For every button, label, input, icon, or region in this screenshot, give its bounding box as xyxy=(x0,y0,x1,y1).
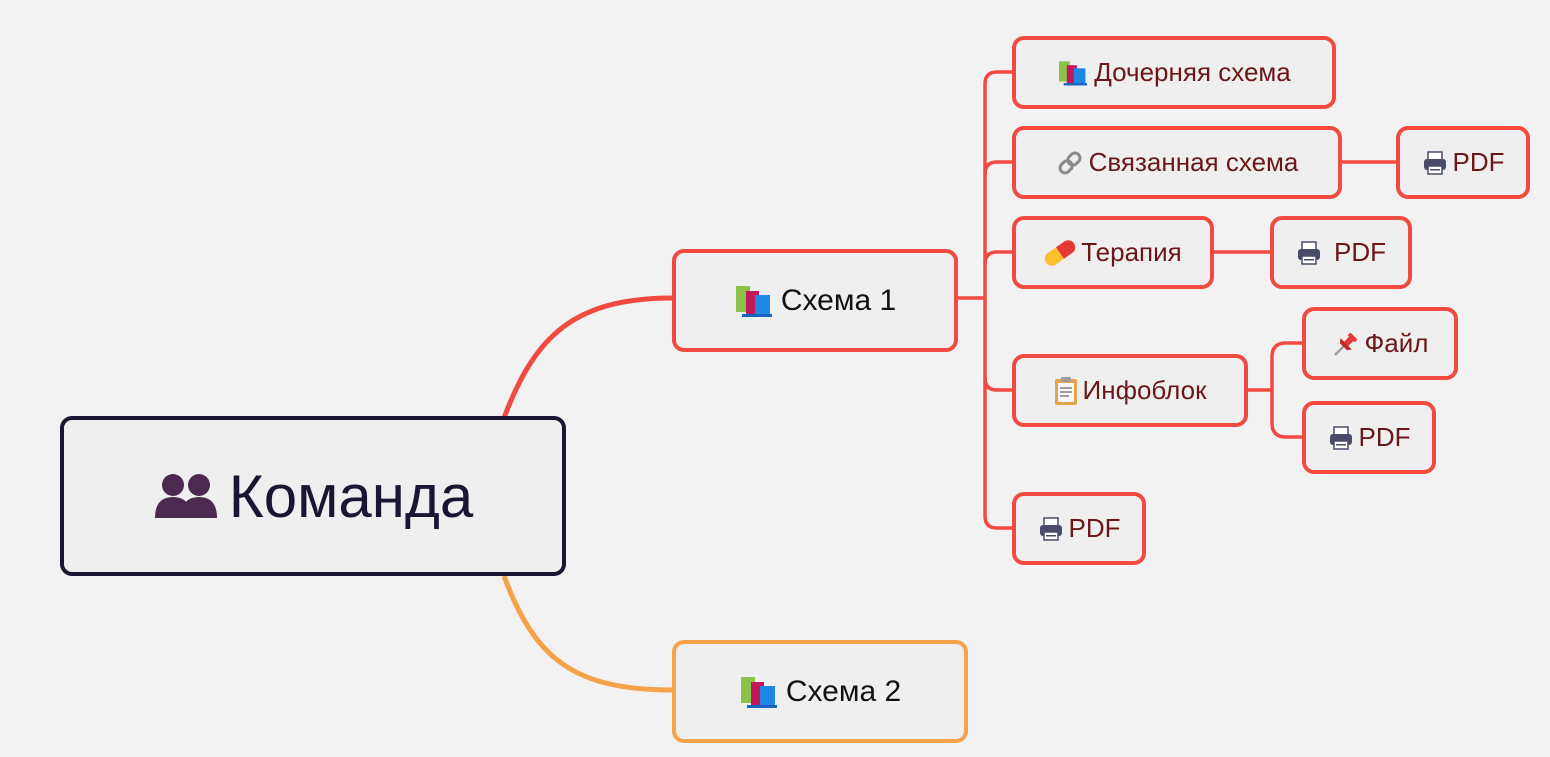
grandchild-pdf-infoblock[interactable]: PDF xyxy=(1302,401,1436,474)
printer-icon xyxy=(1296,240,1322,266)
connector-infoblock-children xyxy=(1270,341,1304,439)
grandchild-label: PDF xyxy=(1334,237,1386,267)
pill-icon xyxy=(1044,238,1076,268)
grandchild-label: PDF xyxy=(1452,147,1505,177)
child-label: Дочерняя схема xyxy=(1094,57,1291,87)
schema-2-node[interactable]: Схема 2 xyxy=(672,640,968,743)
child-label: Терапия xyxy=(1081,237,1182,267)
child-therapy[interactable]: Терапия xyxy=(1012,216,1214,289)
schema-1-label: Схема 1 xyxy=(780,283,897,317)
child-infoblock[interactable]: Инфоблок xyxy=(1012,354,1248,427)
grandchild-pdf-therapy[interactable]: PDF xyxy=(1270,216,1412,289)
root-node[interactable]: Команда xyxy=(60,416,566,576)
people-icon xyxy=(153,472,219,520)
child-label: Инфоблок xyxy=(1082,375,1207,405)
child-linked-schema[interactable]: Связанная схема xyxy=(1012,126,1342,199)
child-label: PDF xyxy=(1068,513,1121,543)
printer-icon xyxy=(1038,516,1064,542)
connector-children-trunk xyxy=(983,70,998,530)
grandchild-label: Файл xyxy=(1364,328,1429,358)
clipboard-icon xyxy=(1054,376,1078,406)
printer-icon xyxy=(1328,425,1354,451)
books-icon xyxy=(739,674,779,710)
connector-root-schema1 xyxy=(501,295,674,419)
books-icon xyxy=(1057,59,1089,87)
connector-child-infoblock xyxy=(983,377,1014,392)
connector-root-schema2 xyxy=(501,575,674,693)
connector-child-linked xyxy=(983,160,1014,175)
child-daughter-schema[interactable]: Дочерняя схема xyxy=(1012,36,1336,109)
printer-icon xyxy=(1422,150,1448,176)
schema-1-node[interactable]: Схема 1 xyxy=(672,249,958,352)
root-label: Команда xyxy=(228,462,474,530)
child-pdf[interactable]: PDF xyxy=(1012,492,1146,565)
pushpin-icon xyxy=(1332,330,1360,358)
grandchild-pdf-linked[interactable]: PDF xyxy=(1396,126,1530,199)
child-label: Связанная схема xyxy=(1088,147,1299,177)
grandchild-file[interactable]: Файл xyxy=(1302,307,1458,380)
books-icon xyxy=(734,283,774,319)
schema-2-label: Схема 2 xyxy=(785,674,902,708)
grandchild-label: PDF xyxy=(1358,422,1411,452)
connector-child-therapy xyxy=(983,250,1014,265)
link-icon xyxy=(1056,149,1084,177)
